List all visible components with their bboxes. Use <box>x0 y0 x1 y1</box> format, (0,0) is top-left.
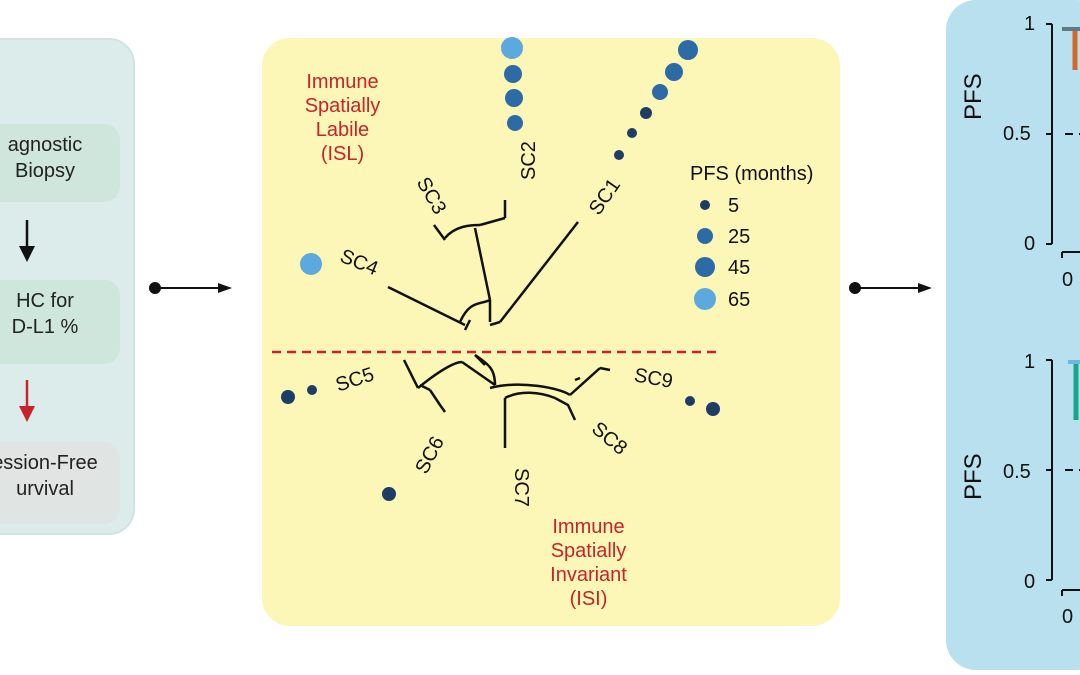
step-label: ession-Free <box>0 452 98 474</box>
y-tick-label: 0.5 <box>1003 461 1031 483</box>
pfs-step: ession-Free urvival <box>0 442 120 524</box>
sc3-label: SC3 <box>412 174 451 219</box>
right-arrow-icon <box>918 283 932 293</box>
pfs-plots-panel <box>946 0 1080 670</box>
sc6-dot <box>382 487 396 501</box>
sc1-label: SC1 <box>585 175 625 219</box>
legend-label: 25 <box>728 226 751 248</box>
workflow-panel: agnostic Biopsy HC for D-L1 % ession-Fre… <box>0 38 135 535</box>
pfs-axis-label: PFS <box>960 73 987 120</box>
isl-group-label: Immune Spatially Labile (ISL) <box>304 71 381 165</box>
pfs-axis-label: PFS <box>960 453 987 500</box>
sc9-dot <box>685 396 695 406</box>
step-label: Biopsy <box>14 160 76 182</box>
diagnostic-biopsy-step: agnostic Biopsy <box>0 124 120 202</box>
sc5-label: SC5 <box>333 364 377 397</box>
legend-label: 45 <box>728 257 751 279</box>
sc7-label: SC7 <box>510 468 532 507</box>
y-tick-label: 1 <box>1024 13 1036 35</box>
sc8-label: SC8 <box>587 418 631 460</box>
y-tick-label: 0 <box>1024 571 1036 593</box>
phylogenetic-tree-panel <box>262 38 840 626</box>
isi-group-label: Immune Spatially Invariant (ISI) <box>550 516 627 610</box>
sc6-label: SC6 <box>411 433 449 478</box>
y-tick-label: 0.5 <box>1003 123 1031 145</box>
legend-title: PFS (months) <box>690 163 814 185</box>
connector-arrow-left <box>149 282 232 294</box>
ihc-pdl1-step: HC for D-L1 % <box>0 280 120 364</box>
sc5-dot <box>281 390 295 404</box>
step-label: urvival <box>16 478 74 500</box>
sc5-dot <box>307 385 317 395</box>
sc9-dot <box>706 402 720 416</box>
sc9-label: SC9 <box>632 364 674 392</box>
sc2-dots <box>501 37 523 131</box>
pfs-plot-bottom <box>1046 359 1080 596</box>
sc4-label: SC4 <box>337 245 381 280</box>
down-arrow-icon <box>19 246 35 262</box>
sc1-dots <box>614 40 698 160</box>
legend-label: 5 <box>728 195 740 217</box>
workflow-arrows <box>19 220 35 422</box>
x-tick-label: 0 <box>1062 269 1074 291</box>
sc2-label: SC2 <box>518 141 540 180</box>
y-tick-label: 1 <box>1024 351 1036 373</box>
x-tick-label: 0 <box>1062 606 1074 628</box>
down-arrow-red-icon <box>19 406 35 422</box>
sc4-dot <box>300 253 322 275</box>
pfs-legend-dots <box>694 200 716 310</box>
legend-label: 65 <box>728 289 751 311</box>
tree-branches <box>387 200 611 448</box>
right-arrow-icon <box>218 283 232 293</box>
y-tick-label: 0 <box>1024 233 1036 255</box>
connector-arrow-right <box>849 282 932 294</box>
step-label: HC for <box>16 290 74 312</box>
pfs-plot-top <box>1046 23 1080 258</box>
step-label: D-L1 % <box>11 316 79 338</box>
step-label: agnostic <box>7 134 83 156</box>
